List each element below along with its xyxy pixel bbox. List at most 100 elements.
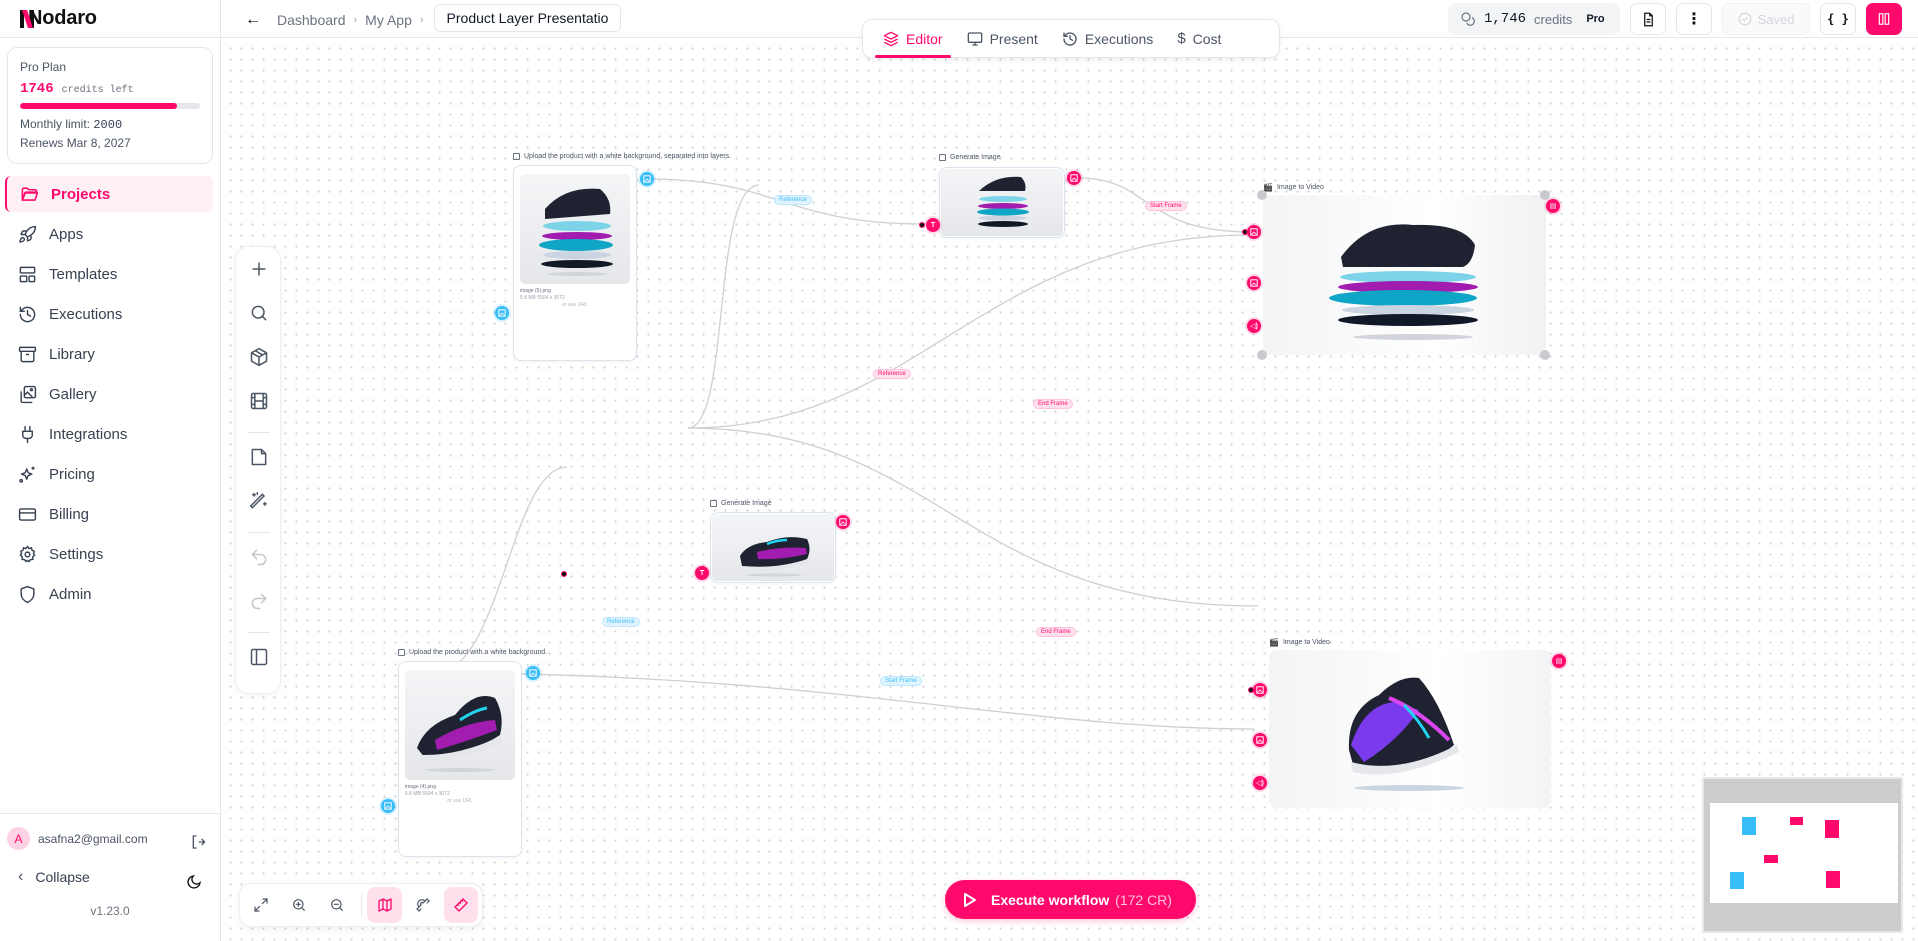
image-icon: [710, 500, 717, 507]
minimap[interactable]: [1702, 777, 1903, 933]
document-button[interactable]: [1630, 3, 1666, 35]
shoe-layers-image: [977, 176, 1029, 227]
film-icon[interactable]: [249, 391, 269, 411]
sidebar-item-admin[interactable]: Admin: [5, 576, 213, 612]
edge-upload2-gen2: [434, 466, 568, 674]
file-meta: image (4).png 5.8 MB 5504 x 3072 or use …: [405, 784, 515, 805]
undo-icon[interactable]: [249, 547, 269, 567]
image-to-video-node[interactable]: [1269, 650, 1551, 808]
image-input-port[interactable]: [495, 306, 509, 320]
sidebar-item-label: Pricing: [49, 465, 95, 483]
upload-node-layers[interactable]: image (5).png 5.8 MB 5504 x 3072 or use …: [513, 165, 637, 361]
resize-handle[interactable]: [1257, 350, 1267, 360]
sidebar-item-integrations[interactable]: Integrations: [5, 416, 213, 452]
sidebar-item-templates[interactable]: Templates: [5, 256, 213, 292]
zoom-in-button[interactable]: [282, 887, 316, 923]
node-title-text: Generate Image: [950, 154, 1001, 161]
logout-icon[interactable]: [190, 834, 206, 850]
node-title-text: Generate Image: [721, 500, 772, 507]
tab-present[interactable]: Present: [955, 20, 1050, 58]
minimap-viewport[interactable]: [1710, 803, 1898, 903]
sidebar-item-label: Projects: [51, 185, 111, 203]
sidebar-item-apps[interactable]: Apps: [5, 216, 213, 252]
plug-icon: [22, 425, 33, 443]
video-output-port[interactable]: ▤: [1552, 654, 1566, 668]
upload-node-product[interactable]: image (4).png 5.8 MB 5504 x 3072 or use …: [398, 661, 522, 857]
logo[interactable]: Nodaro: [0, 0, 220, 38]
generated-image-preview: [712, 514, 834, 581]
image-output-port[interactable]: [836, 515, 850, 529]
image-output-port[interactable]: [640, 172, 654, 186]
more-menu-button[interactable]: ⋮: [1676, 3, 1712, 35]
collapse-button[interactable]: ‹ Collapse: [0, 850, 220, 886]
breadcrumb-dashboard[interactable]: Dashboard: [277, 12, 346, 28]
breadcrumb-my-app[interactable]: My App: [365, 12, 412, 28]
credits-badge[interactable]: 1,746 credits Pro: [1448, 3, 1620, 35]
execute-workflow-button[interactable]: Execute workflow (172 CR): [945, 880, 1196, 919]
resize-handle[interactable]: [1257, 190, 1267, 200]
panel-left-icon[interactable]: [249, 647, 269, 667]
workflow-canvas[interactable]: Reference Start Frame Reference End Fram…: [221, 39, 1918, 941]
image-output-port[interactable]: [526, 666, 540, 680]
tab-cost[interactable]: $ Cost: [1165, 20, 1233, 58]
text-input-port[interactable]: T: [695, 566, 709, 580]
fit-view-button[interactable]: [244, 887, 278, 923]
panel-toggle-button[interactable]: [1866, 3, 1902, 35]
audio-input-port[interactable]: ◁): [1253, 776, 1267, 790]
box-icon[interactable]: [249, 347, 269, 367]
minimap-node: [1730, 872, 1744, 889]
search-icon[interactable]: [249, 303, 269, 323]
use-url-link[interactable]: or use URL: [562, 302, 588, 308]
sidebar-item-projects[interactable]: Projects: [5, 176, 213, 212]
end-frame-input-port[interactable]: [1253, 733, 1267, 747]
json-button[interactable]: { }: [1820, 3, 1856, 35]
add-node-icon[interactable]: [249, 259, 269, 279]
video-output-port[interactable]: ▤: [1546, 199, 1560, 213]
image-input-port[interactable]: [381, 799, 395, 813]
view-tabs: Editor Present Executions $ Cost: [862, 19, 1280, 58]
image-icon: [498, 309, 506, 317]
image-output-port[interactable]: [1067, 171, 1081, 185]
start-frame-input-port[interactable]: [1253, 683, 1267, 697]
avatar[interactable]: A: [7, 827, 30, 850]
zoom-out-button[interactable]: [320, 887, 354, 923]
project-title-input[interactable]: Product Layer Presentatio: [433, 4, 622, 32]
back-arrow-icon[interactable]: ←: [245, 11, 261, 28]
sidebar-nav: Projects Apps Templates Executions Libra…: [0, 176, 220, 612]
use-url-link[interactable]: or use URL: [447, 798, 473, 804]
sidebar-item-billing[interactable]: Billing: [5, 496, 213, 532]
redo-icon[interactable]: [249, 591, 269, 611]
edge-gen2-gen1: [687, 184, 760, 429]
text-input-port[interactable]: T: [926, 218, 940, 232]
magic-wand-icon[interactable]: [249, 491, 269, 511]
minimap-toggle-button[interactable]: [367, 887, 402, 923]
rocket-icon: [19, 225, 37, 243]
sidebar-item-library[interactable]: Library: [5, 336, 213, 372]
generate-image-node[interactable]: [939, 167, 1065, 238]
resize-handle[interactable]: [1540, 190, 1550, 200]
saved-button[interactable]: Saved: [1722, 3, 1810, 35]
image-to-video-node[interactable]: [1263, 195, 1546, 355]
audio-input-port[interactable]: ◁): [1247, 319, 1261, 333]
view-controls: [239, 883, 483, 927]
sidebar-item-pricing[interactable]: Pricing: [5, 456, 213, 492]
sidebar-item-executions[interactable]: Executions: [5, 296, 213, 332]
connection-handle[interactable]: [561, 571, 567, 577]
resize-handle[interactable]: [1540, 350, 1550, 360]
ruler-toggle-button[interactable]: [443, 887, 478, 923]
tab-editor[interactable]: Editor: [871, 20, 955, 58]
sidebar-item-settings[interactable]: Settings: [5, 536, 213, 572]
sidebar-item-gallery[interactable]: Gallery: [5, 376, 213, 412]
document-icon: [1643, 12, 1653, 26]
moon-icon[interactable]: [186, 874, 202, 890]
generate-image-node[interactable]: [710, 512, 836, 583]
expand-icon: [254, 898, 268, 912]
tab-executions[interactable]: Executions: [1050, 20, 1165, 58]
start-frame-input-port[interactable]: [1247, 225, 1261, 239]
sticky-note-icon[interactable]: [249, 447, 269, 467]
snap-toggle-button[interactable]: [406, 887, 440, 923]
connection-handle[interactable]: [919, 222, 925, 228]
clapperboard-icon: 🎬: [1263, 183, 1273, 192]
end-frame-input-port[interactable]: [1247, 276, 1261, 290]
